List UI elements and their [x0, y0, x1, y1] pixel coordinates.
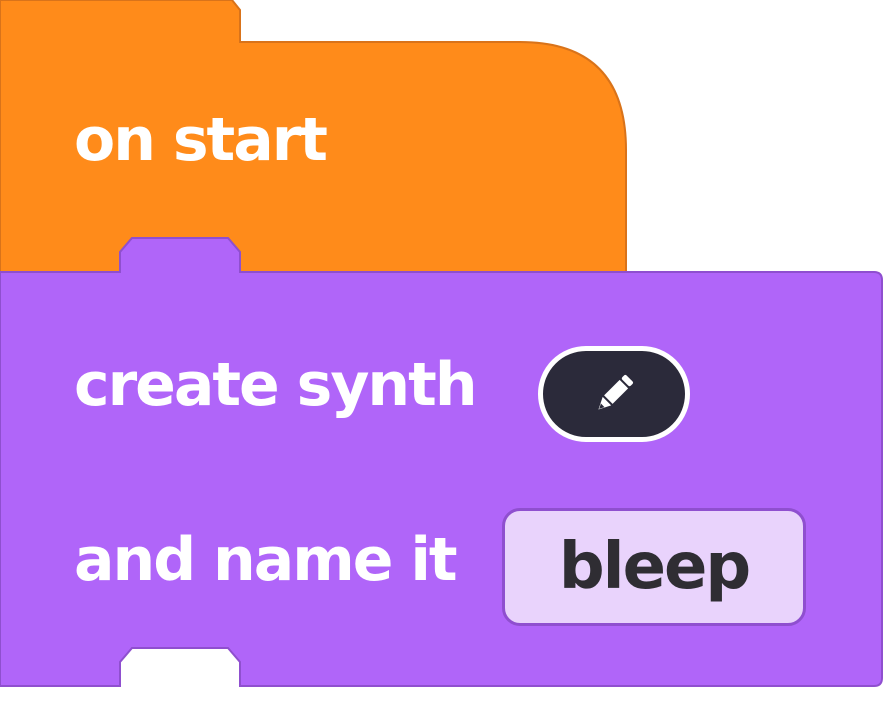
create-synth-label: create synth — [74, 350, 478, 420]
pencil-icon — [598, 375, 633, 410]
edit-synth-button[interactable] — [538, 346, 690, 442]
synth-name-field[interactable]: bleep — [502, 508, 806, 626]
on-start-label: on start — [74, 105, 328, 175]
and-name-it-label: and name it — [74, 525, 458, 595]
bottom-notch — [122, 650, 238, 686]
